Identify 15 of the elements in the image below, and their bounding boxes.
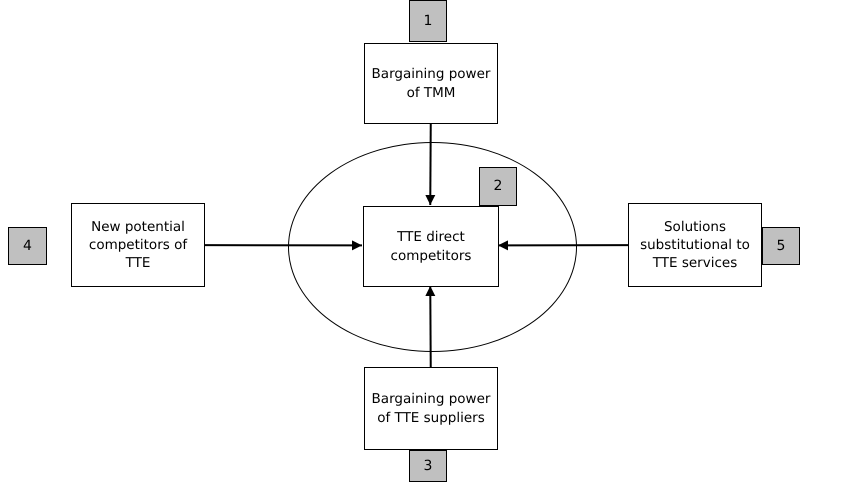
arrow	[425, 286, 436, 367]
number-badge: 5	[762, 227, 800, 265]
number-badge: 1	[409, 0, 447, 42]
text-box: Solutions substitutional to TTE services	[628, 203, 762, 287]
number-badge: 4	[8, 227, 47, 265]
text-box: Bargaining power of TTE suppliers	[364, 367, 498, 450]
arrow	[498, 240, 628, 250]
number-badge: 2	[479, 167, 517, 206]
text-box: New potential competitors of TTE	[71, 203, 205, 287]
text-box: TTE direct competitors	[363, 206, 499, 287]
arrow	[205, 240, 362, 250]
arrow	[425, 124, 436, 205]
ellipse-boundary	[288, 142, 577, 352]
text-box: Bargaining power of TMM	[364, 43, 498, 124]
number-badge: 3	[409, 450, 447, 482]
